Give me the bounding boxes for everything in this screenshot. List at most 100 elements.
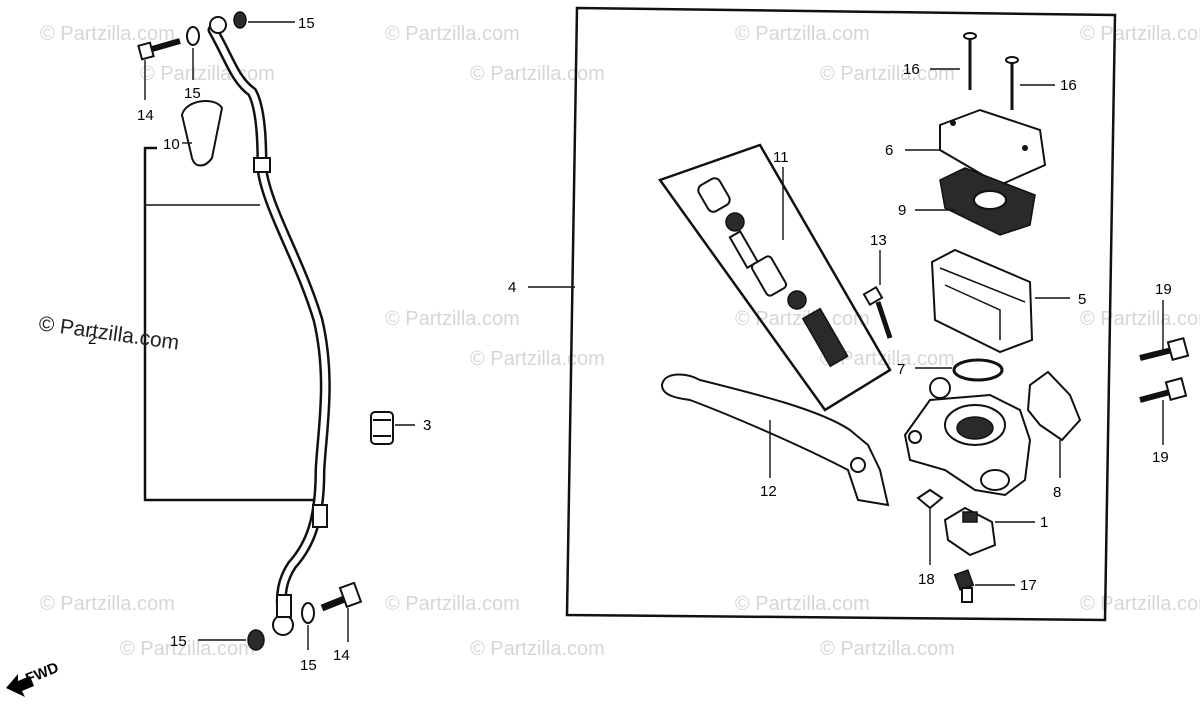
master-cylinder-body [903,377,1032,497]
watermark: © Partzilla.com [40,23,175,45]
master-cylinder-frame [565,6,1117,622]
reservoir-cap-screw-hole-b [1022,145,1028,151]
sealing-washer-lower-b [301,602,315,624]
piston-spring [801,307,849,368]
mirror-bolts [1139,337,1190,403]
brake-switch-plunger [962,511,978,523]
callout-10: 10 [163,136,180,153]
watermark: © Partzilla.com [1080,23,1200,45]
brake-lever-pivot [850,457,866,473]
hose-joint-lower [312,504,328,528]
brake-switch-body [943,506,997,557]
watermark: © Partzilla.com [470,348,605,370]
mirror-bolt-shank-a [1139,347,1173,361]
watermark: © Partzilla.com [470,638,605,660]
hose-bracket-outline [143,146,320,502]
watermark: © Partzilla.com [1080,593,1200,615]
callout-15-bottom-b: 15 [300,657,317,674]
reservoir-body [930,248,1034,354]
fwd-arrow-icon [6,674,34,697]
watermark: © Partzilla.com [385,308,520,330]
watermark: © Partzilla.com [385,593,520,615]
callout-8: 8 [1053,484,1061,501]
brake-light-switch [943,506,997,557]
lower-hose-ferrule [276,594,292,618]
callout-16-a: 16 [903,61,920,78]
brake-hose-inner [210,27,329,615]
callout-12: 12 [760,483,777,500]
diaphragm-boot [973,190,1007,210]
banjo-bolt-head-upper [137,41,155,61]
reservoir-screw-shank [875,301,893,339]
brake-lever [660,373,890,507]
piston-kit-outline [658,143,892,412]
watermark: © Partzilla.com [820,63,955,85]
brake-hose-assembly [143,16,331,636]
cap-screws [963,32,1019,110]
master-cylinder-outlet [980,469,1010,491]
hose-grommet [370,411,394,445]
master-cylinder-mount-boss [929,377,951,399]
reservoir-screw [862,285,893,339]
watermark: © Partzilla.com [470,63,605,85]
callout-11: 11 [773,149,789,166]
fwd-label: FWD [23,659,61,688]
callout-labels: 14 15 15 10 2 3 15 15 14 4 11 12 16 16 6… [88,15,1172,674]
piston-washer [725,212,745,232]
banjo-bolt-shank-upper [151,38,181,52]
callout-13: 13 [870,232,887,249]
callout-1: 1 [1040,514,1048,531]
banjo-bolt-head-lower [338,581,363,609]
watermark: © Partzilla.com [140,63,275,85]
callout-3: 3 [423,417,431,434]
brake-lever-body [660,373,890,507]
callout-2: 2 [88,331,96,348]
watermark: © Partzilla.com [735,593,870,615]
watermark: © Partzilla.com [120,638,255,660]
watermark-highlighted: © Partzilla.com [37,312,180,354]
grommet-body [370,411,394,445]
master-cylinder-pivot-boss [908,430,922,444]
piston-cap [697,177,731,213]
reservoir-inner-edge [944,284,1001,340]
upper-hardware [137,11,247,167]
reservoir-edge [939,267,1026,303]
callout-19-a: 19 [1155,281,1172,298]
callout-9: 9 [898,202,906,219]
brake-hose-outer [207,24,331,618]
cap-screw-head-a [963,32,977,40]
mirror-bolt-head-b [1164,377,1188,401]
piston-rod [728,230,760,270]
sealing-washer-upper-a [186,26,200,46]
reservoir-o-ring [952,358,1004,382]
handlebar-clamp [1026,370,1082,442]
watermark: © Partzilla.com [385,23,520,45]
mirror-bolt-head-a [1166,337,1190,361]
callout-19-b: 19 [1152,449,1169,466]
master-cylinder-bore [956,416,994,440]
reservoir-diaphragm [939,167,1036,236]
callout-14-bottom: 14 [333,647,350,664]
switch-connector [953,569,975,603]
lower-hardware [247,581,363,651]
piston-body [750,255,788,297]
upper-banjo-fitting [209,16,227,34]
switch-screw [916,488,944,510]
watermark: © Partzilla.com [40,593,175,615]
banjo-bolt-shank-lower [320,594,349,612]
callout-6: 6 [885,142,893,159]
mirror-bolt-shank-b [1139,389,1171,403]
callout-5: 5 [1078,291,1086,308]
piston-cup [787,290,807,310]
hose-boot [180,99,224,167]
callout-15-bottom-a: 15 [170,633,187,650]
switch-connector-pin [961,587,973,603]
callout-4: 4 [508,279,516,296]
reservoir-screw-head [862,285,884,307]
sealing-washer-lower-a [247,629,265,651]
forward-direction-indicator: FWD [6,659,61,697]
watermark: © Partzilla.com [735,23,870,45]
callout-18: 18 [918,571,935,588]
callout-17: 17 [1020,577,1037,594]
